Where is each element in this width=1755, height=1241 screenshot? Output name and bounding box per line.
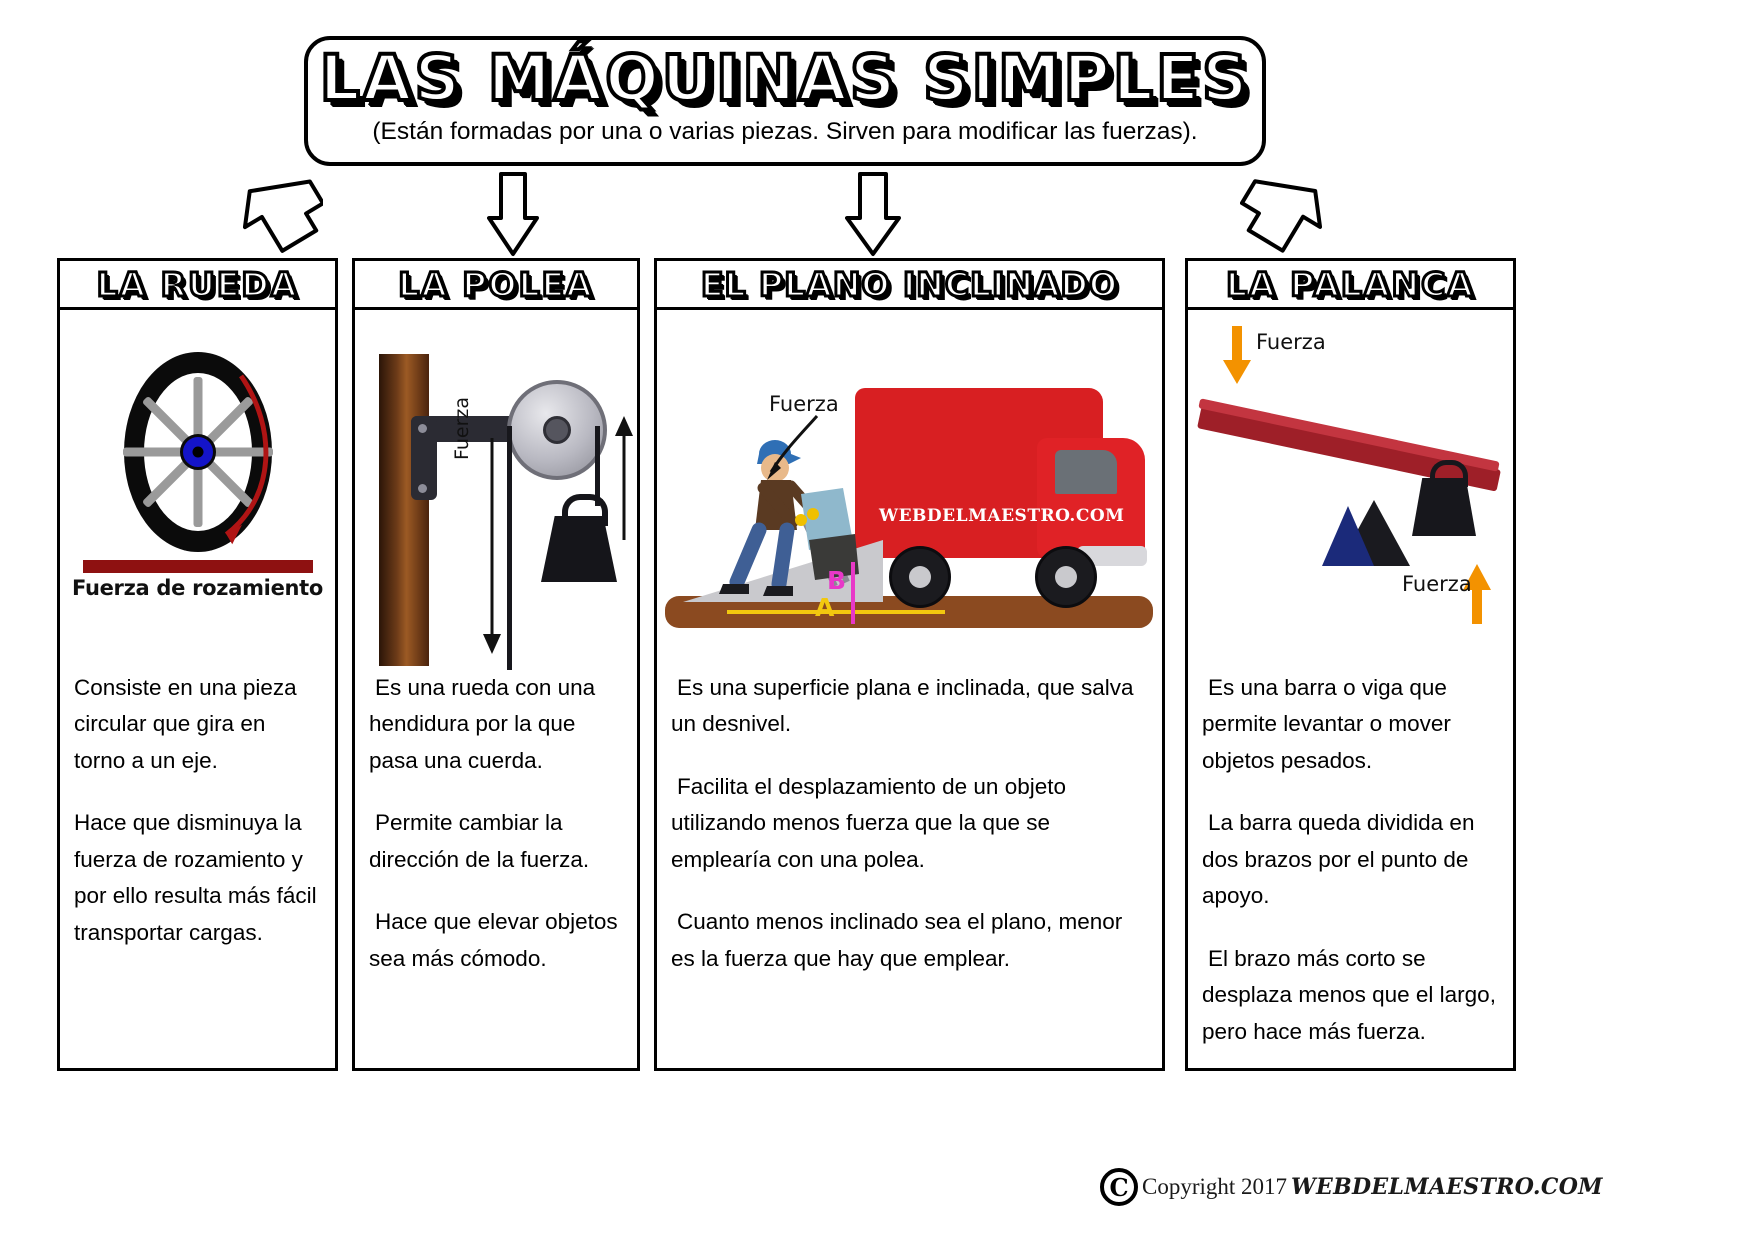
force-label-palanca-bottom: Fuerza [1402, 572, 1472, 596]
paragraph: Consiste en una pieza circular que gira … [74, 675, 297, 773]
card-title-la-polea: LA POLEA [397, 264, 594, 304]
force-arrow-down-icon [483, 438, 501, 654]
paragraph: Es una barra o viga que permite levantar… [1202, 675, 1451, 773]
arrow-to-palanca [1240, 179, 1322, 253]
paragraph: Hace que elevar objetos sea más cómodo. [369, 909, 618, 971]
hub-icon [179, 434, 216, 470]
page-title: LAS MÁQUINAS SIMPLES [318, 42, 1251, 115]
card-body-la-palanca: Es una barra o viga que permite levantar… [1188, 670, 1513, 1050]
arrow-to-polea [487, 172, 539, 256]
brand-text: WEBDELMAESTRO.COM [1291, 1174, 1603, 1200]
card-la-rueda: LA RUEDA Fuerza de rozamiento [57, 258, 338, 1071]
page-subtitle: (Están formadas por una o varias piezas.… [372, 118, 1198, 146]
title-banner: LAS MÁQUINAS SIMPLES (Están formadas por… [304, 36, 1266, 166]
weight-handle [562, 494, 608, 526]
force-label-polea: Fuerza [451, 396, 473, 460]
card-body-la-polea: Es una rueda con una hendidura por la qu… [355, 670, 637, 977]
card-body-la-rueda: Consiste en una pieza circular que gira … [60, 670, 335, 951]
force-label-plano: Fuerza [769, 392, 839, 416]
paragraph: El brazo más corto se desplaza menos que… [1202, 945, 1496, 1044]
card-la-palanca: LA PALANCA Fuerza Fuerza Es una barra o … [1185, 258, 1516, 1071]
card-title-plano-inclinado: EL PLANO INCLINADO [700, 264, 1119, 304]
friction-label: Fuerza de rozamiento [71, 576, 324, 600]
card-title-la-palanca: LA PALANCA [1225, 264, 1475, 304]
paragraph: Permite cambiar la dirección de la fuerz… [369, 810, 590, 872]
copyright-row: C Copyright 2017 WEBDELMAESTRO.COM [1100, 1168, 1603, 1206]
dimension-line-b [851, 562, 855, 624]
card-header-plano-inclinado: EL PLANO INCLINADO [657, 261, 1162, 310]
arrow-to-plano [845, 172, 901, 256]
card-title-la-rueda: LA RUEDA [95, 264, 299, 304]
paragraph: Hace que disminuya la fuerza de rozamien… [74, 810, 317, 945]
paragraph: Cuanto menos inclinado sea el plano, men… [671, 909, 1123, 971]
rotation-arrow-icon [224, 374, 269, 545]
rope-right [595, 426, 600, 506]
force-arrow-down-palanca-icon [1223, 326, 1251, 384]
figure-inclined-plane: WEBDELMAESTRO.COM [657, 310, 1162, 670]
dimension-line-a [727, 610, 945, 614]
lever-weight-icon [1412, 478, 1476, 536]
figure-pulley: Fuerza [355, 310, 637, 670]
paragraph: Facilita el desplazamiento de un objeto … [671, 773, 1066, 872]
pulley-wheel-icon [507, 380, 607, 480]
paragraph: Es una superficie plana e inclinada, que… [671, 675, 1134, 737]
force-arrow-up-palanca-icon [1463, 564, 1491, 624]
dimension-label-a: A [815, 593, 835, 622]
copyright-icon: C [1100, 1168, 1138, 1206]
card-header-la-polea: LA POLEA [355, 261, 637, 310]
paragraph: Es una rueda con una hendidura por la qu… [369, 675, 596, 773]
ground-bar [82, 560, 313, 573]
rope-left [507, 426, 512, 670]
lever-weight-handle [1430, 460, 1468, 487]
card-header-la-palanca: LA PALANCA [1188, 261, 1513, 310]
truck-watermark: WEBDELMAESTRO.COM [879, 506, 1125, 526]
card-body-plano-inclinado: Es una superficie plana e inclinada, que… [657, 670, 1162, 977]
force-arrow-plano-icon [767, 415, 819, 480]
card-header-la-rueda: LA RUEDA [60, 261, 335, 310]
force-label-palanca-top: Fuerza [1256, 330, 1326, 354]
force-arrow-up-icon [615, 416, 633, 540]
truck-window [1055, 450, 1117, 494]
arrow-to-rueda [243, 179, 323, 253]
truck-wheel-rear [889, 546, 951, 608]
dimension-label-b: B [827, 566, 847, 595]
figure-wheel: Fuerza de rozamiento [60, 310, 335, 670]
paragraph: La barra queda dividida en dos brazos po… [1202, 810, 1475, 909]
copyright-text: Copyright 2017 [1142, 1174, 1288, 1199]
fulcrum-blue [1322, 506, 1374, 566]
card-la-polea: LA POLEA Fuerza [352, 258, 640, 1071]
worker-figure-icon [719, 440, 859, 596]
figure-lever: Fuerza Fuerza [1188, 310, 1513, 670]
card-el-plano-inclinado: EL PLANO INCLINADO WEBDELMAESTRO.COM [654, 258, 1165, 1071]
truck-wheel-front [1035, 546, 1097, 608]
wooden-post [379, 354, 429, 666]
weight-block-icon [541, 516, 617, 582]
truck-bumper [1077, 546, 1147, 566]
